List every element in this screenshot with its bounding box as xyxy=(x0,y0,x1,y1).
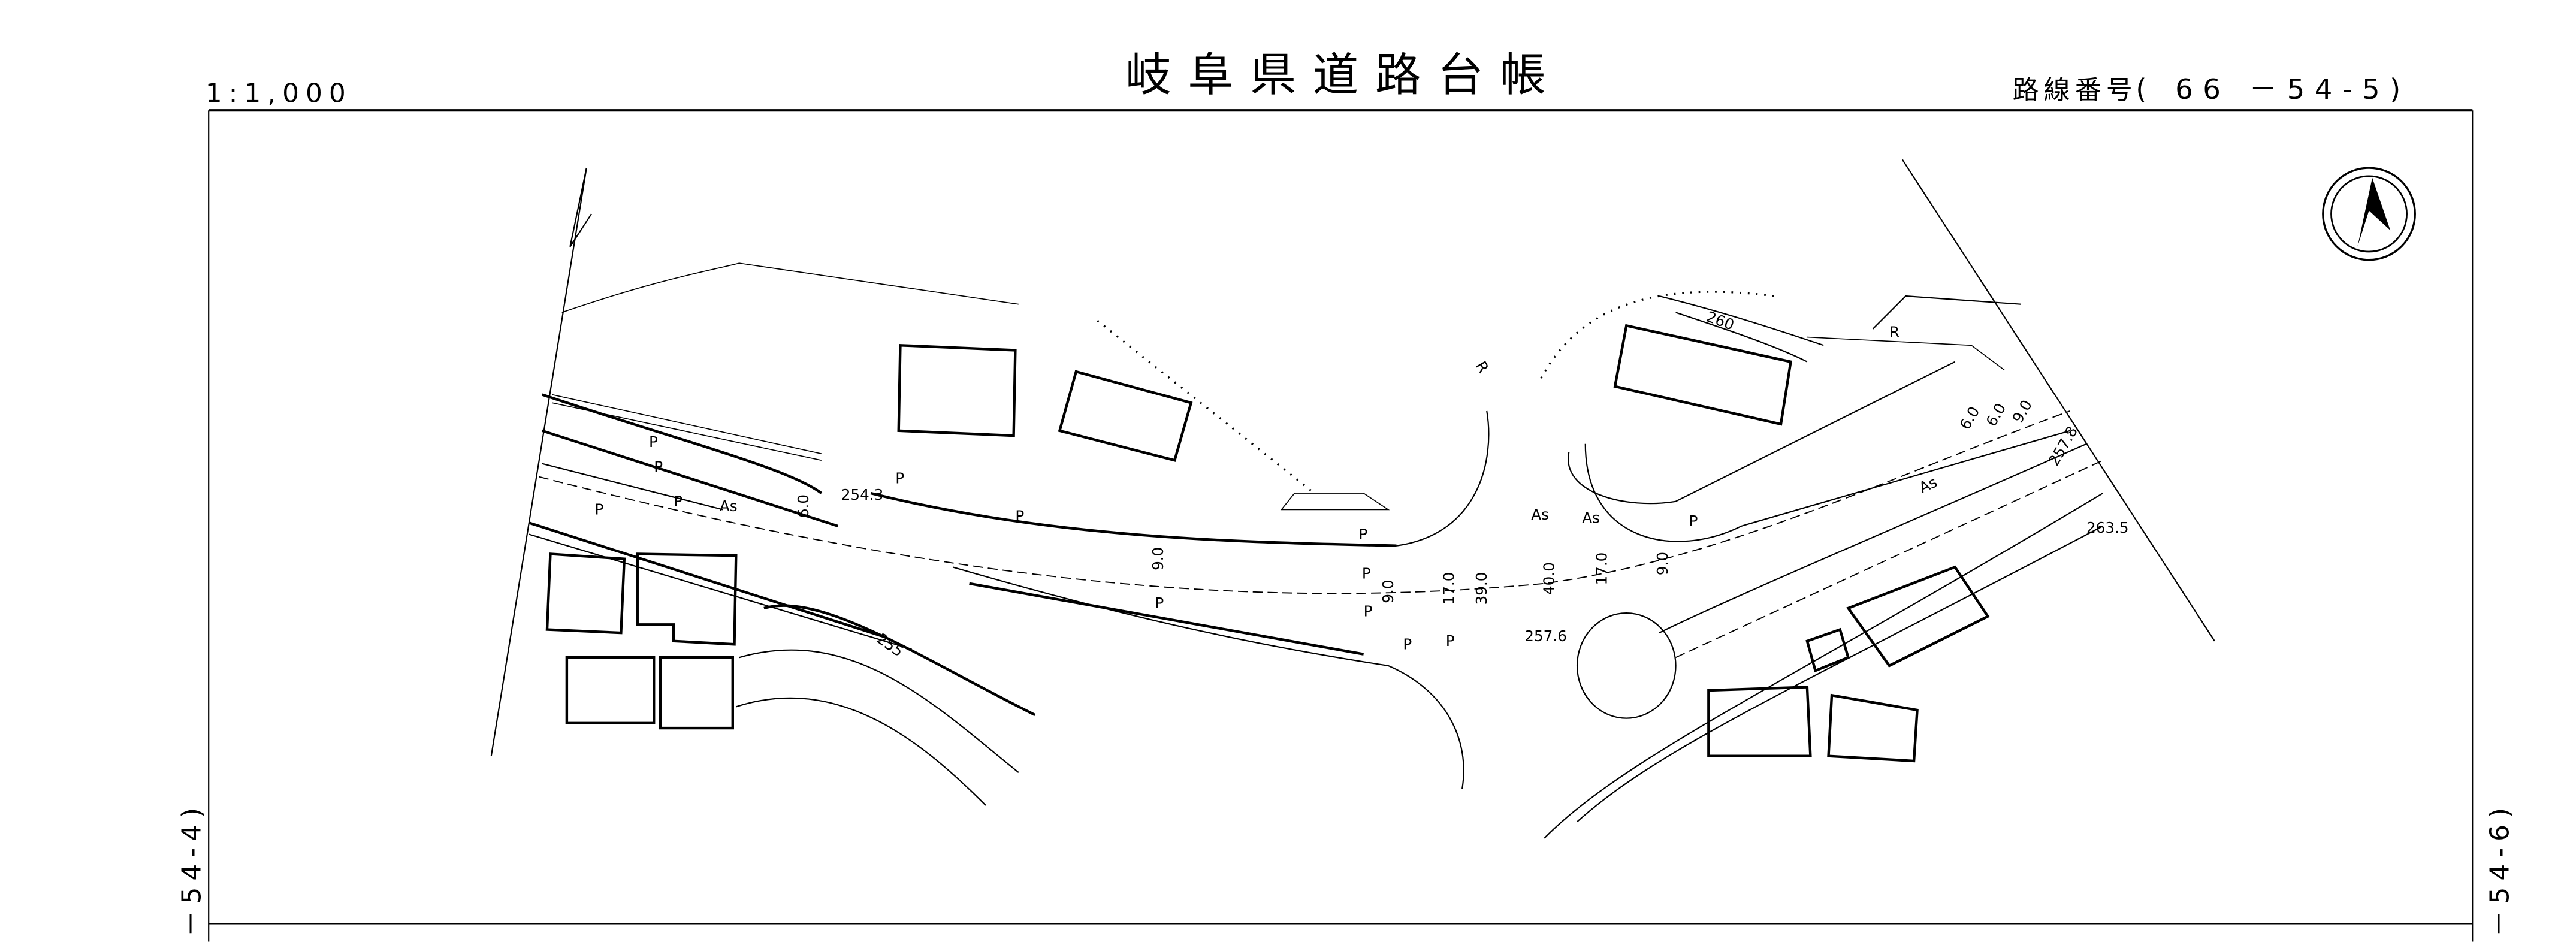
width-dimension: 40.0 xyxy=(1541,562,1558,595)
label-p: P xyxy=(1403,635,1412,653)
label-asphalt: As xyxy=(1582,509,1600,526)
label-p: P xyxy=(649,433,658,451)
label-r: R xyxy=(1889,324,1899,341)
label-r: R xyxy=(1472,358,1493,376)
label-p: P xyxy=(654,458,663,475)
route-number: ( 66 －54-5) xyxy=(2136,73,2411,105)
map-labels: P P P P P P P P P P P P P As As As As R … xyxy=(594,308,2128,660)
elevation: 257.8 xyxy=(2045,424,2081,469)
width-dimension: 9.0 xyxy=(1379,579,1397,603)
width-dimension: 17.0 xyxy=(1440,572,1457,605)
elevation: 257.6 xyxy=(1524,627,1567,645)
route-number-label: 路線番号 xyxy=(2013,75,2137,105)
elevation: 260 xyxy=(1704,308,1737,334)
label-asphalt: As xyxy=(1531,506,1549,523)
width-dimension: 6.0 xyxy=(1956,403,1983,432)
north-arrow-icon xyxy=(2322,167,2416,261)
label-p: P xyxy=(594,501,603,518)
retaining-walls xyxy=(552,262,2005,511)
width-dimension: 9.0 xyxy=(1654,552,1671,575)
buildings xyxy=(545,324,1990,763)
label-asphalt: As xyxy=(1916,473,1940,497)
main-road xyxy=(529,361,2103,839)
width-dimension: 6.0 xyxy=(795,494,812,518)
label-p: P xyxy=(895,470,904,487)
label-p: P xyxy=(1015,508,1024,525)
label-p: P xyxy=(1446,632,1455,650)
elevation: 254.3 xyxy=(841,486,884,503)
survey-boundary xyxy=(490,159,2215,756)
label-p: P xyxy=(1362,565,1371,582)
elevation: 263.5 xyxy=(2086,519,2129,536)
adjacent-sheet-left: －54-4) xyxy=(176,801,207,937)
label-asphalt: As xyxy=(720,497,738,515)
width-dimension: 39.0 xyxy=(1473,572,1490,605)
label-p: P xyxy=(1155,594,1164,612)
width-dimension: 9.0 xyxy=(1149,547,1167,570)
label-p: P xyxy=(1689,512,1698,530)
label-p: P xyxy=(1364,603,1373,620)
scale-label: 1:1,000 xyxy=(206,78,352,108)
width-dimension: 6.0 xyxy=(1983,400,2010,429)
sheet-title: 岐阜県道路台帳 xyxy=(1125,49,1562,102)
contour-lines xyxy=(735,295,2021,806)
map-frame xyxy=(208,109,2474,942)
label-p: P xyxy=(1358,526,1367,543)
label-p: P xyxy=(674,493,682,510)
width-dimension: 9.0 xyxy=(2009,397,2036,425)
adjacent-sheet-right: －54-6) xyxy=(2485,801,2515,937)
width-dimension: 17.0 xyxy=(1593,552,1610,585)
